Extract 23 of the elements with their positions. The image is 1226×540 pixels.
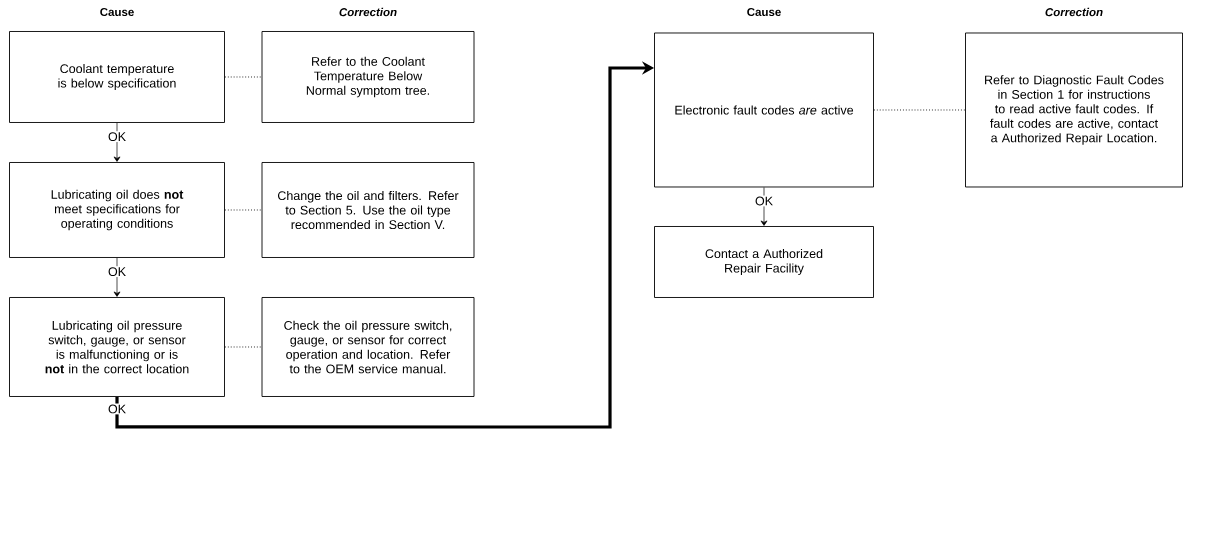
connector-line	[224, 209, 262, 211]
connector-line	[224, 346, 262, 348]
step-box: Contact a Authorized Repair Facility	[654, 226, 874, 298]
column-heading: Cause	[100, 7, 134, 17]
step-box: Refer to the Coolant Temperature Below Normal symptom tree.	[261, 31, 475, 123]
connector-line	[224, 76, 262, 78]
edge-label: OK	[107, 131, 128, 143]
step-box: Change the oil and filters. Refer to Section 5. Use the oil type recommended in Section V.	[261, 162, 475, 258]
step-box: Coolant temperature is below specification	[9, 31, 225, 123]
edge-label: OK	[107, 266, 128, 278]
step-box: Refer to Diagnostic Fault Codes in Section 1 for instructions to read active fault codes. If fault codes are active, contact a Authorized Repair Location.	[965, 32, 1183, 188]
step-box: Lubricating oil does not meet specifications for operating conditions	[9, 162, 225, 258]
arrow	[113, 257, 121, 297]
column-heading: Correction	[339, 7, 397, 17]
step-box: Check the oil pressure switch, gauge, or sensor for correct operation and location. Refer to the OEM service manual.	[261, 297, 475, 397]
step-box: Electronic fault codes are active	[654, 32, 874, 188]
step-box: Lubricating oil pressure switch, gauge, or sensor is malfunctioning or is not in the correct location	[9, 297, 225, 397]
column-heading: Correction	[1045, 7, 1103, 17]
edge-label: OK	[107, 403, 128, 415]
edge-label: OK	[754, 195, 775, 207]
arrow	[113, 122, 121, 162]
arrow	[760, 187, 768, 226]
column-heading: Cause	[747, 7, 781, 17]
